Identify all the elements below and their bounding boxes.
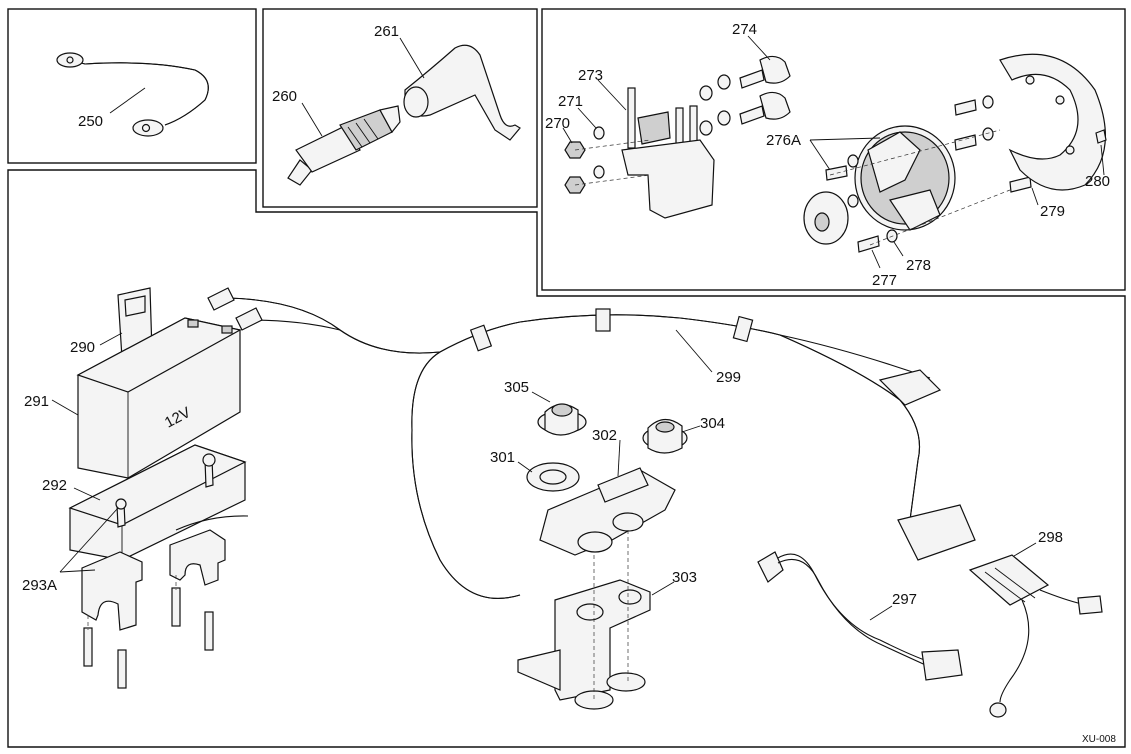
switch-304: 304 — [642, 415, 725, 454]
harness-main-connector — [897, 504, 976, 561]
callout-301: 301 — [490, 449, 515, 466]
connector-298-housing — [968, 554, 1050, 606]
connector-battery-neg — [235, 307, 263, 331]
stator-assembly-276A: 276A — [766, 125, 956, 245]
callout-298: 298 — [1038, 529, 1063, 546]
connector-battery-pos — [207, 287, 235, 311]
connector-298-plug — [1077, 595, 1103, 615]
connector-cable-298: 298 — [968, 529, 1103, 718]
spark-plug-260: 260 — [272, 88, 401, 186]
spark-plug-cap-261: 261 — [374, 23, 521, 141]
switch-bracket-302: 302 — [539, 427, 676, 556]
callout-261: 261 — [374, 23, 399, 40]
panel-spark-plug — [262, 8, 538, 208]
callout-277: 277 — [872, 272, 897, 289]
nut-303b — [606, 672, 646, 692]
mount-bracket-303: 303 — [517, 530, 697, 710]
rubber-mounts-274: 274 — [732, 21, 791, 125]
stator-coil-lower — [889, 189, 941, 231]
screw-3 — [171, 587, 181, 627]
mount-lower — [759, 91, 791, 120]
callout-292: 292 — [42, 477, 67, 494]
callout-299: 299 — [716, 369, 741, 386]
wiring-harness-299: 299 — [207, 287, 976, 599]
harness-connector-4pin — [878, 369, 942, 406]
ring-terminal-298 — [989, 702, 1007, 718]
callout-270: 270 — [545, 115, 570, 132]
connector-297-end — [757, 551, 784, 583]
bolts-screws-277-279: 279 277 278 — [829, 95, 1065, 289]
regulator-body — [621, 139, 715, 219]
panel-ground-cable — [7, 8, 257, 164]
callout-290: 290 — [70, 339, 95, 356]
sub-harness-297: 297 — [757, 551, 963, 681]
callout-291: 291 — [24, 393, 49, 410]
regulator-273: 273 — [578, 67, 715, 219]
callout-274: 274 — [732, 21, 757, 38]
washer-271b — [593, 165, 605, 179]
clamp-right — [169, 529, 226, 586]
stator-plate-280: 280 — [999, 53, 1110, 191]
panel-main-harness — [7, 169, 1126, 748]
diagram-reference-code: XU-008 — [1082, 734, 1116, 745]
washer-301: 301 — [490, 449, 580, 492]
connector-297-plug — [921, 649, 963, 681]
callout-271: 271 — [558, 93, 583, 110]
callout-276A: 276A — [766, 132, 801, 149]
clamps-293A: 293A — [22, 507, 226, 689]
stator-plate — [999, 53, 1106, 191]
screw-1 — [83, 627, 93, 667]
battery-tray-292: 292 — [42, 444, 249, 561]
panel-stator — [541, 8, 1126, 291]
ground-cable-250: 250 — [56, 52, 209, 137]
panel-frames — [7, 8, 1126, 748]
battery-291: 12V 291 — [24, 317, 242, 479]
nut-303a — [574, 690, 614, 710]
cap-opening — [403, 86, 429, 118]
callout-280: 280 — [1085, 173, 1110, 190]
callout-303: 303 — [672, 569, 697, 586]
callout-293A: 293A — [22, 577, 57, 594]
switch-305: 305 — [504, 379, 587, 436]
callout-260: 260 — [272, 88, 297, 105]
stator-coil-upper — [867, 131, 921, 193]
callout-278: 278 — [906, 257, 931, 274]
clamp-left — [81, 551, 143, 631]
washers-and-nuts-270-271: 271 270 — [545, 74, 731, 194]
mount-upper — [759, 55, 791, 84]
screw-4 — [204, 611, 214, 651]
callout-297: 297 — [892, 591, 917, 608]
callout-279: 279 — [1040, 203, 1065, 220]
spark-plug-body — [295, 125, 361, 173]
callout-250: 250 — [78, 113, 103, 130]
callout-273: 273 — [578, 67, 603, 84]
callout-305: 305 — [504, 379, 529, 396]
screw-2 — [117, 649, 127, 689]
pin-280 — [1095, 129, 1107, 144]
washer-271a — [593, 126, 605, 140]
callout-302: 302 — [592, 427, 617, 444]
callout-304: 304 — [700, 415, 725, 432]
regulator-pin-1 — [627, 87, 636, 149]
